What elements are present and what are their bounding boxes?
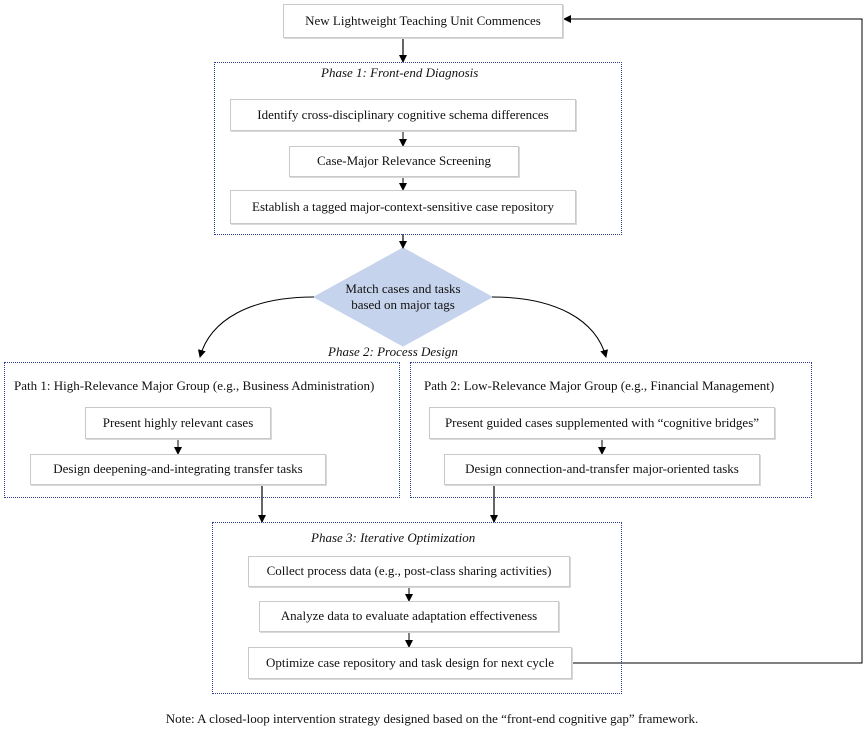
path2-step-present: Present guided cases supplemented with “… xyxy=(429,407,775,439)
path1-title: Path 1: High-Relevance Major Group (e.g.… xyxy=(14,378,375,393)
arrow-decision-to-path2 xyxy=(491,296,609,358)
path2-title: Path 2: Low-Relevance Major Group (e.g.,… xyxy=(424,378,775,393)
phase3-container xyxy=(212,522,622,694)
phase3-step-optimize: Optimize case repository and task design… xyxy=(248,647,572,679)
phase1-step-repository: Establish a tagged major-context-sensiti… xyxy=(230,190,576,224)
path2-step-design: Design connection-and-transfer major-ori… xyxy=(444,454,760,485)
arrow-feedback-loop xyxy=(563,15,863,664)
path1-step-design: Design deepening-and-integrating transfe… xyxy=(30,454,326,485)
arrow-decision-to-path1 xyxy=(197,296,315,358)
decision-label-line1: Match cases and tasks xyxy=(345,281,461,296)
phase1-title: Phase 1: Front-end Diagnosis xyxy=(321,65,479,80)
decision-label: Match cases and tasks based on major tag… xyxy=(314,281,492,314)
path2-container xyxy=(410,362,812,498)
figure-note: Note: A closed-loop intervention strateg… xyxy=(165,711,699,726)
phase3-title: Phase 3: Iterative Optimization xyxy=(311,530,476,545)
phase1-step-screening: Case-Major Relevance Screening xyxy=(289,146,519,177)
phase1-step-identify: Identify cross-disciplinary cognitive sc… xyxy=(230,99,576,131)
phase1-container xyxy=(214,62,622,235)
path1-step-present: Present highly relevant cases xyxy=(85,407,271,439)
phase3-step-collect: Collect process data (e.g., post-class s… xyxy=(248,556,570,587)
phase3-step-analyze: Analyze data to evaluate adaptation effe… xyxy=(259,601,559,632)
path1-container xyxy=(4,362,400,498)
decision-label-line2: based on major tags xyxy=(351,297,455,313)
decision-diamond xyxy=(312,247,494,347)
start-node: New Lightweight Teaching Unit Commences xyxy=(283,4,563,38)
phase2-title: Phase 2: Process Design xyxy=(328,344,458,359)
